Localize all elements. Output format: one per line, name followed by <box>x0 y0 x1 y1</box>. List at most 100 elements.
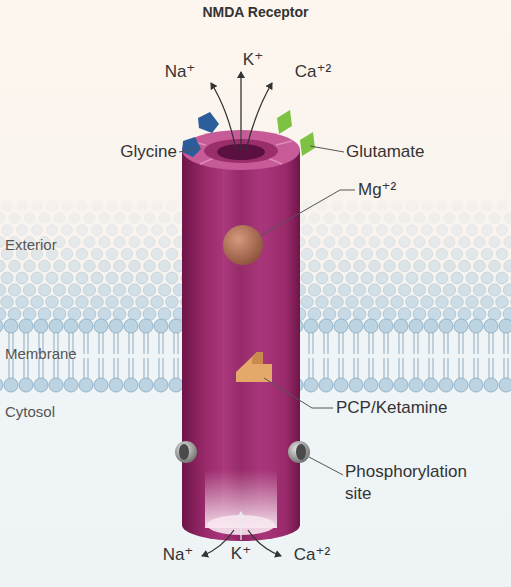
receptor-channel <box>182 130 300 541</box>
lipid-head <box>503 284 511 296</box>
lipid-head <box>4 378 18 392</box>
lipid-head <box>376 248 387 259</box>
lipid-head <box>384 213 394 223</box>
lipid-head <box>309 213 319 223</box>
lipid-head <box>414 213 424 223</box>
lipid-head <box>459 260 471 272</box>
lipid-head <box>319 319 333 333</box>
lipid-head <box>16 296 28 308</box>
lipid-head <box>443 284 455 296</box>
lipid-head <box>39 213 49 223</box>
lipid-tail <box>492 332 493 354</box>
lipid-tail <box>132 332 133 354</box>
lipid-head <box>39 260 51 272</box>
lipid-head <box>339 213 349 223</box>
lipid-tail <box>428 332 429 354</box>
lipid-head <box>466 248 477 259</box>
lipid-head <box>364 378 378 392</box>
phosphorylation-sites <box>175 441 310 463</box>
lipid-head <box>444 213 454 223</box>
lipid-tail <box>173 332 174 354</box>
lipid-head <box>136 296 148 308</box>
lipid-head <box>369 237 380 248</box>
lipid-tail <box>147 358 148 379</box>
lipid-head <box>76 248 87 259</box>
lipid-head <box>144 237 155 248</box>
lipid-head <box>84 237 95 248</box>
lipid-head <box>481 248 492 259</box>
lipid-head <box>139 319 153 333</box>
glutamate-shape <box>277 110 292 134</box>
lipid-head <box>32 225 43 236</box>
lipid-head <box>143 308 156 321</box>
lipid-head <box>79 319 93 333</box>
lipid-head <box>474 260 486 272</box>
lipid-head <box>353 284 365 296</box>
lipid-tail <box>342 358 343 379</box>
lipid-tail <box>357 332 358 354</box>
lipid-head <box>406 296 418 308</box>
lipid-tail <box>398 358 399 379</box>
lipid-head <box>429 237 440 248</box>
ion-arrow <box>246 83 272 150</box>
lipid-head <box>4 319 18 333</box>
lipid-tail <box>432 332 433 354</box>
lipid-head <box>346 248 357 259</box>
lipid-head <box>62 225 73 236</box>
leader-line <box>309 457 343 475</box>
lipid-tail <box>177 358 178 379</box>
lipid-tail <box>462 332 463 354</box>
phosphorylation-site <box>175 441 197 463</box>
ion-label: Ca⁺² <box>283 61 343 83</box>
lipid-head <box>413 284 425 296</box>
lipid-head <box>122 225 133 236</box>
lipid-head <box>349 319 363 333</box>
lipid-tail <box>398 332 399 354</box>
lipid-head <box>92 225 103 236</box>
lipid-tail <box>312 358 313 379</box>
lipid-head <box>379 378 393 392</box>
lipid-head <box>8 284 20 296</box>
lipid-head <box>368 284 380 296</box>
lipid-head <box>409 319 423 333</box>
lipid-head <box>53 284 65 296</box>
lipid-head <box>451 272 463 284</box>
lipid-head <box>34 378 48 392</box>
lipid-tail <box>158 358 159 379</box>
lipid-head <box>504 213 511 223</box>
lipid-head <box>354 213 364 223</box>
lipid-head <box>317 225 328 236</box>
lipid-head <box>68 284 80 296</box>
lipid-tail <box>372 358 373 379</box>
lipid-tail <box>387 358 388 379</box>
lipid-head <box>424 319 438 333</box>
lipid-head <box>452 225 463 236</box>
lipid-tail <box>368 332 369 354</box>
lipid-head <box>496 248 507 259</box>
lipid-head <box>354 237 365 248</box>
lipid-head <box>308 284 320 296</box>
ion-arrow <box>202 530 234 556</box>
lipid-head <box>62 201 72 211</box>
lipid-tail <box>477 358 478 379</box>
lipid-head <box>459 237 470 248</box>
lipid-head <box>347 201 357 211</box>
lipid-head <box>384 237 395 248</box>
lipid-tail <box>372 332 373 354</box>
lipid-head <box>304 319 318 333</box>
lipid-tail <box>443 358 444 379</box>
lipid-tail <box>308 358 309 379</box>
lipid-tail <box>323 358 324 379</box>
lipid-head <box>444 260 456 272</box>
lipid-head <box>399 260 411 272</box>
lipid-head <box>347 225 358 236</box>
lipid-head <box>99 237 110 248</box>
lipid-head <box>16 272 28 284</box>
lipid-head <box>54 213 64 223</box>
lipid-head <box>484 378 498 392</box>
lipid-head <box>24 213 34 223</box>
lipid-head <box>91 272 103 284</box>
lipid-tail <box>113 358 114 379</box>
ion-label: K⁺ <box>223 49 283 71</box>
lipid-head <box>301 248 312 259</box>
